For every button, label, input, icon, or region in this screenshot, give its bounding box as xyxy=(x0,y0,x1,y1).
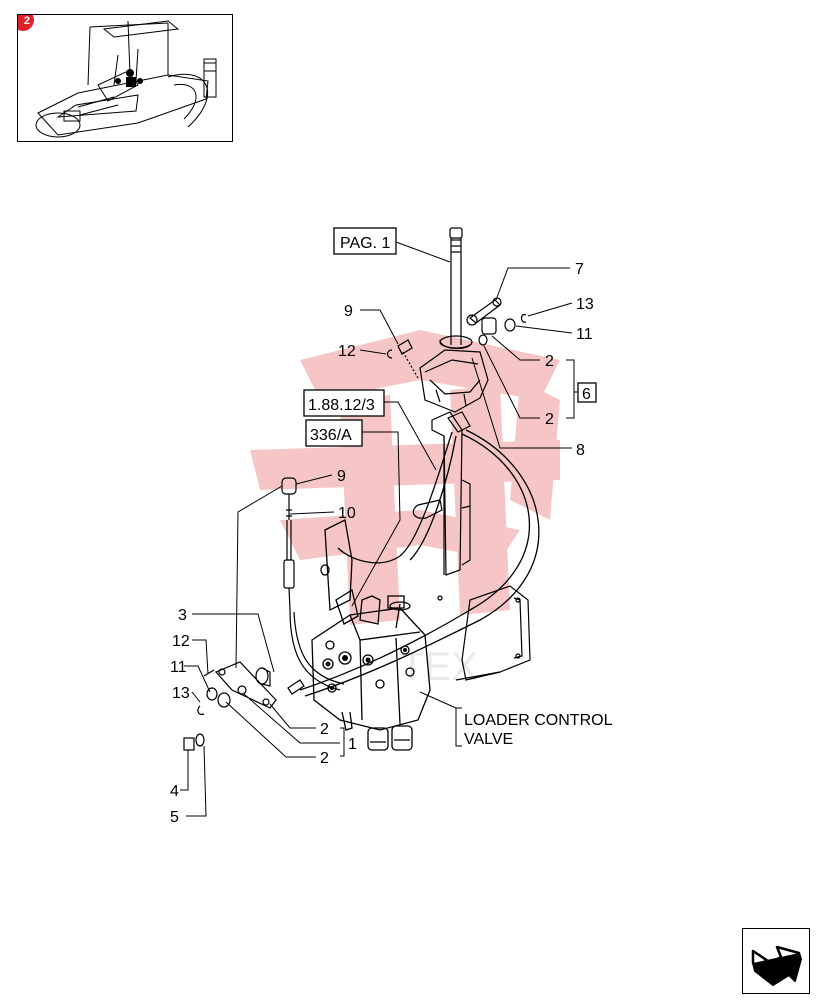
ref-pag1-text: PAG. 1 xyxy=(340,235,390,252)
callout-10: 10 xyxy=(338,505,356,522)
callout-3: 3 xyxy=(178,607,187,624)
callout-5: 5 xyxy=(170,809,179,826)
callout-12-lower: 12 xyxy=(172,633,190,650)
ref-box-336-a[interactable]: 336/A xyxy=(305,419,363,447)
next-page-button[interactable] xyxy=(742,928,810,994)
callout-8: 8 xyxy=(576,442,585,459)
callout-4: 4 xyxy=(170,783,179,800)
callout-13-upper: 13 xyxy=(576,296,594,313)
tractor-thumbnail-icon xyxy=(35,20,217,138)
ref-box-1-88-12-3[interactable]: 1.88.12/3 xyxy=(303,389,385,417)
tractor-thumbnail[interactable]: 2 xyxy=(17,14,233,142)
callout-2-upper-b: 2 xyxy=(545,411,554,428)
watermark-text: TEX xyxy=(400,645,478,689)
ref-box-6[interactable]: 6 xyxy=(577,382,597,403)
callout-7: 7 xyxy=(575,261,584,278)
ref-336-text: 336/A xyxy=(310,427,352,444)
callout-12-upper: 12 xyxy=(338,343,356,360)
ref-1-88-text: 1.88.12/3 xyxy=(308,397,375,414)
callout-11-upper: 11 xyxy=(576,326,593,343)
callout-9-lower: 9 xyxy=(337,468,346,485)
desc-line1: LOADER CONTROL xyxy=(464,712,613,729)
ref-box-pag1[interactable]: PAG. 1 xyxy=(333,227,397,255)
callout-2-upper-a: 2 xyxy=(545,353,554,370)
callout-13-lower: 13 xyxy=(172,685,190,702)
ref-6-text: 6 xyxy=(582,386,591,403)
desc-line2: VALVE xyxy=(464,731,513,748)
callout-1: 1 xyxy=(348,736,357,753)
loader-control-valve-label: LOADER CONTROL VALVE xyxy=(464,712,613,748)
callout-2-lower-a: 2 xyxy=(320,721,329,738)
callout-11-lower: 11 xyxy=(170,659,187,676)
page-badge: 2 xyxy=(18,15,34,31)
callout-2-lower-b: 2 xyxy=(320,750,329,767)
next-page-arrow-icon xyxy=(751,945,802,986)
callout-9-upper: 9 xyxy=(344,303,353,320)
